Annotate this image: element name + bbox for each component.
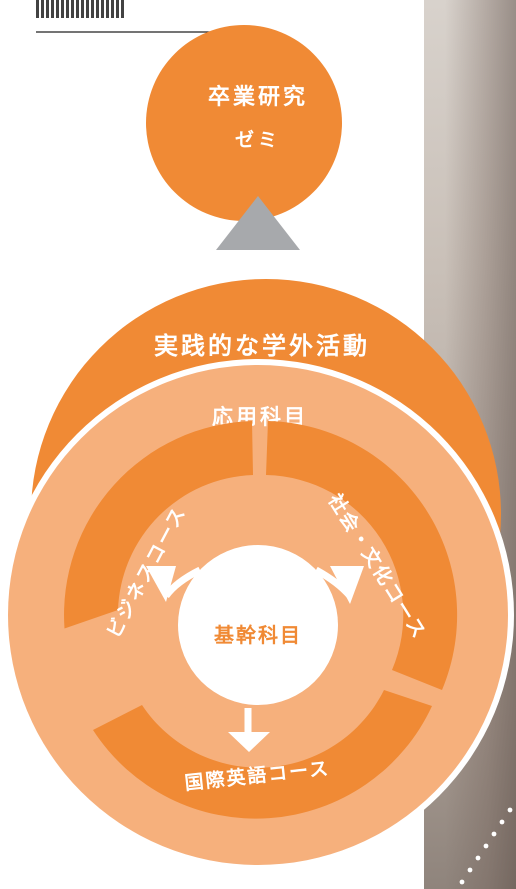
english-course-segment — [93, 690, 432, 819]
core-circle — [178, 545, 338, 705]
graduation-seminar-title: 卒業研究 — [208, 84, 308, 110]
qr-code — [36, 0, 126, 18]
business-course-segment — [64, 421, 253, 629]
arrow-head-business — [146, 566, 176, 602]
arrow-head-society — [330, 566, 364, 604]
outer-activities-label: 実践的な学外活動 — [154, 332, 370, 360]
core-subjects-label: 基幹科目 — [214, 623, 302, 647]
graduation-seminar-subtitle: ゼミ — [235, 128, 281, 151]
upward-triangle — [216, 196, 300, 250]
dotted-decoration — [459, 807, 513, 885]
arrow-head-english — [228, 732, 270, 752]
graduation-seminar-circle — [146, 25, 342, 221]
society-culture-course-segment — [266, 421, 458, 690]
